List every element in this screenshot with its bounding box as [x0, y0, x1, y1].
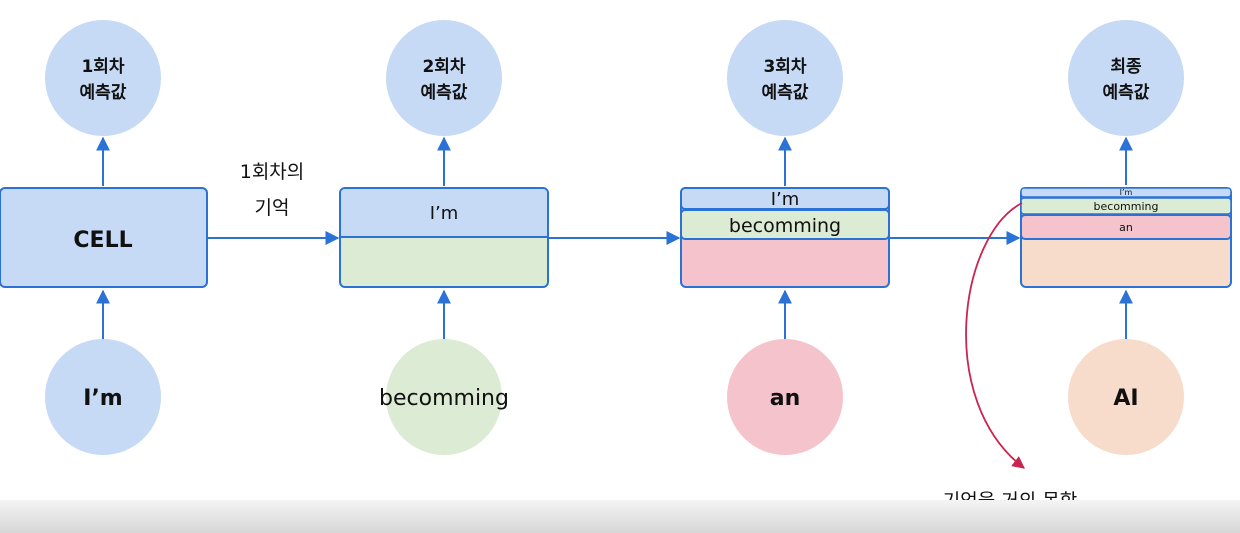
input-circle-4	[1068, 339, 1184, 455]
memory-4-item-3: an	[1119, 221, 1133, 234]
input-label-1: I’m	[83, 386, 122, 411]
memory-4-band-3	[1020, 214, 1232, 240]
output-label-4-line1: 최종	[1110, 57, 1142, 77]
memory-3-band-2	[680, 209, 890, 240]
step-1: 1회차 예측값 CELL I’m	[0, 20, 208, 455]
memory-2-item-1: I’m	[430, 203, 459, 224]
output-circle-4	[1068, 20, 1184, 136]
forgetting-curve-arrow	[965, 202, 1026, 469]
output-circle-2	[386, 20, 502, 136]
input-label-2: becomming	[379, 386, 509, 411]
step-4: 최종 예측값 I’m becomming an AI	[1020, 20, 1232, 455]
step-2: 2회차 예측값 I’m becomming	[339, 20, 549, 455]
output-label-4-line2: 예측값	[1103, 83, 1150, 103]
output-circle-1	[45, 20, 161, 136]
memory-label-line2: 기억	[255, 197, 290, 219]
input-circle-3	[727, 339, 843, 455]
input-circle-2	[386, 339, 502, 455]
cell-label: CELL	[73, 228, 132, 253]
output-label-1-line1: 1회차	[81, 57, 124, 77]
memory-4-item-2: becomming	[1094, 200, 1159, 213]
memory-3-item-2: becomming	[729, 215, 841, 237]
input-label-3: an	[770, 386, 801, 411]
step-3: 3회차 예측값 I’m becomming an	[680, 20, 890, 455]
bottom-bar	[0, 500, 1240, 533]
output-label-2-line1: 2회차	[422, 57, 465, 77]
input-circle-1	[45, 339, 161, 455]
output-circle-3	[727, 20, 843, 136]
input-label-4: AI	[1113, 386, 1138, 411]
output-label-3-line2: 예측값	[762, 83, 809, 103]
cell-box-2-memory-band	[341, 189, 547, 237]
memory-4-item-1: I’m	[1120, 188, 1133, 197]
memory-4-band-1	[1020, 187, 1232, 198]
output-label-2-line2: 예측값	[421, 83, 468, 103]
output-label-1-line2: 예측값	[80, 83, 127, 103]
output-label-3-line1: 3회차	[763, 57, 806, 77]
memory-label-line1: 1회차의	[240, 161, 305, 183]
memory-3-item-1: I’m	[771, 189, 800, 210]
cell-box-1	[0, 187, 208, 288]
